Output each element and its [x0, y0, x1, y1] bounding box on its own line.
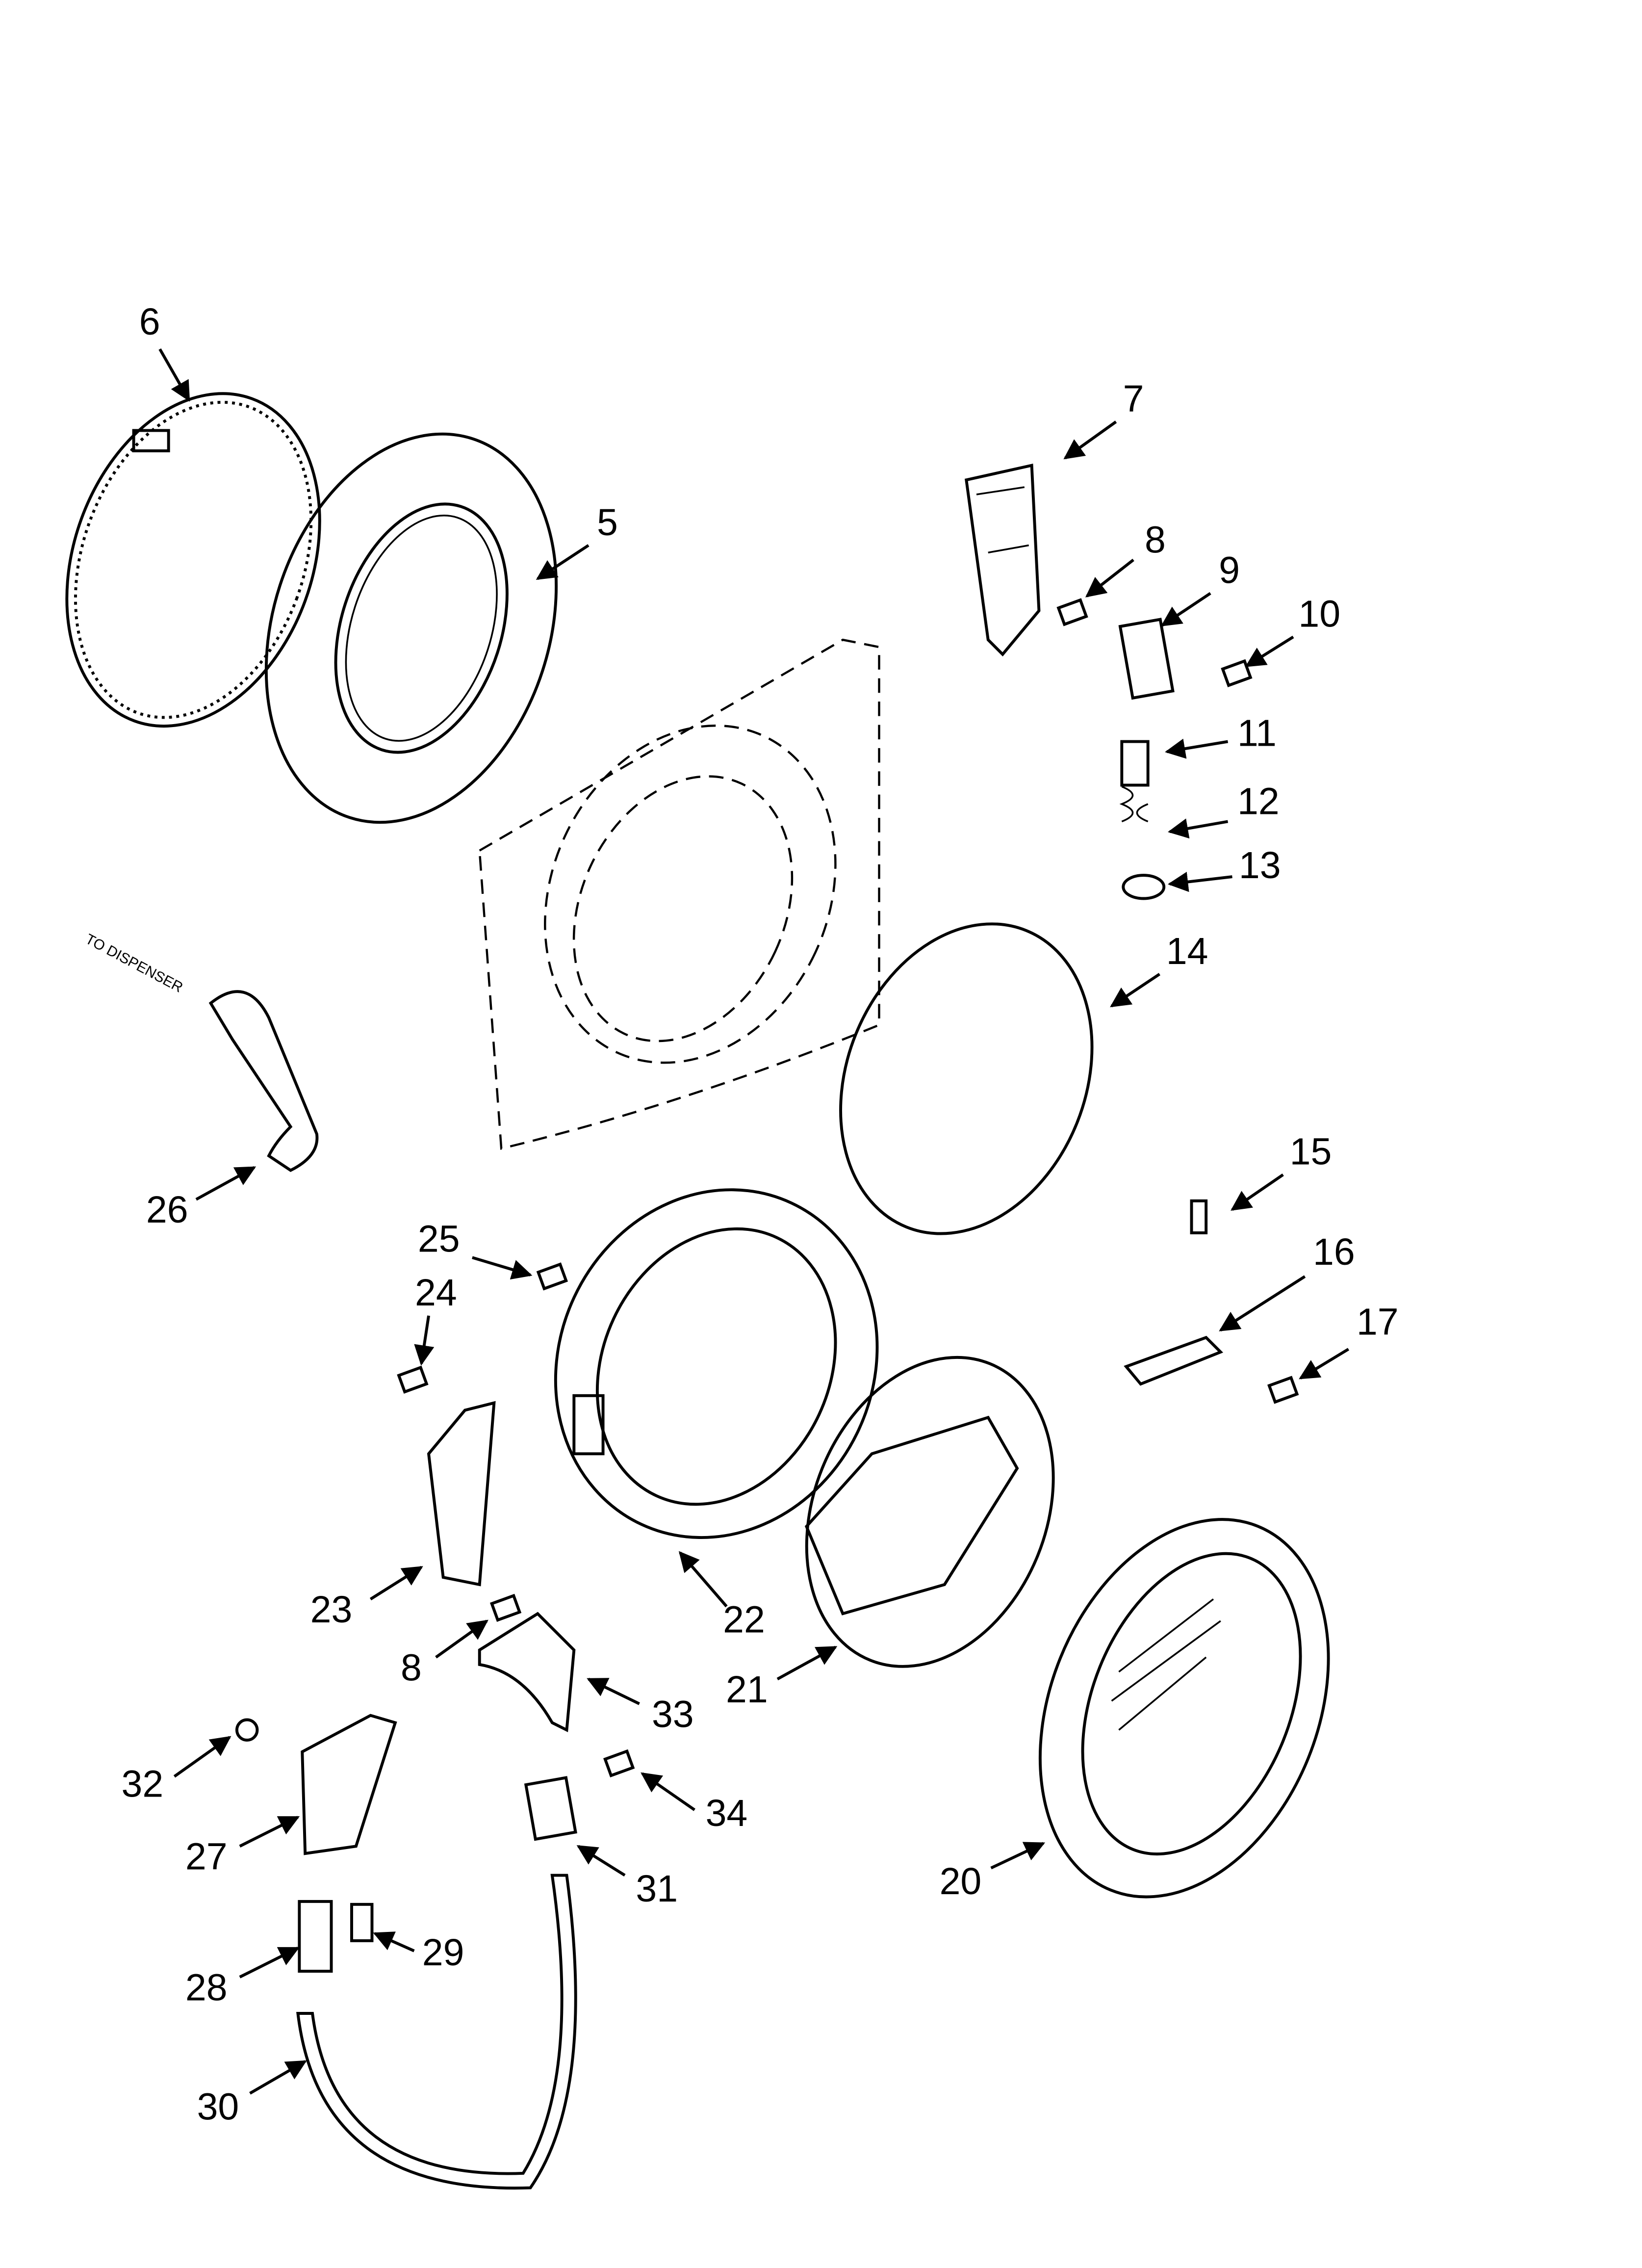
callout-8: 8 — [1145, 519, 1166, 561]
callout-7: 7 — [1123, 378, 1144, 420]
callout-arrow-16 — [1219, 1275, 1306, 1331]
part-21-inner-glass — [804, 1356, 1055, 1668]
callout-28: 28 — [185, 1966, 228, 2008]
part-7-door-lock-switch — [964, 463, 1041, 657]
callout-arrow-7 — [1063, 420, 1117, 460]
callout-arrow-6 — [158, 348, 190, 402]
callout-30: 30 — [197, 2086, 239, 2128]
callout-arrow-30 — [249, 2060, 307, 2095]
callout-15: 15 — [1290, 1131, 1332, 1173]
callout-arrow-23 — [369, 1565, 423, 1601]
callout-23: 23 — [310, 1589, 353, 1631]
callout-arrow-15 — [1231, 1173, 1284, 1211]
callout-arrow-27 — [239, 1816, 300, 1848]
callout-arrow-34 — [641, 1772, 695, 1811]
callout-20: 20 — [940, 1860, 982, 1903]
callout-5: 5 — [597, 501, 618, 544]
callout-10: 10 — [1298, 593, 1340, 635]
callout-arrow-28 — [239, 1947, 300, 1979]
callout-arrow-8 — [435, 1619, 488, 1659]
callout-16: 16 — [1313, 1231, 1355, 1273]
part-23-hinge — [427, 1401, 496, 1587]
callout-29: 29 — [422, 1931, 464, 1974]
callout-arrow-11 — [1165, 738, 1229, 759]
callout-31: 31 — [636, 1868, 678, 1910]
to-dispenser-annotation: TO DISPENSER — [83, 931, 186, 995]
callout-6: 6 — [139, 301, 160, 343]
callout-34: 34 — [706, 1792, 748, 1834]
callout-arrow-22 — [678, 1551, 728, 1608]
callout-arrow-8 — [1085, 558, 1134, 598]
front-panel-outline — [478, 638, 880, 1150]
callout-13: 13 — [1239, 844, 1281, 886]
part-5-door-bellows — [264, 432, 558, 824]
callout-12: 12 — [1237, 781, 1280, 823]
callout-33: 33 — [652, 1693, 694, 1735]
part-20-outer-door — [1038, 1518, 1330, 1899]
callout-arrow-13 — [1167, 871, 1232, 892]
callout-arrow-29 — [373, 1931, 415, 1953]
parts-15-16-hinge — [1124, 1199, 1224, 1386]
part-22-inner-door-ring — [554, 1188, 879, 1539]
callout-arrow-31 — [576, 1845, 626, 1877]
callout-9: 9 — [1219, 549, 1240, 592]
part-26-hose: TO DISPENSER — [83, 931, 319, 1172]
callout-arrow-20 — [990, 1842, 1046, 1870]
callout-arrow-9 — [1160, 592, 1211, 626]
callout-arrow-5 — [536, 544, 590, 580]
callout-arrow-10 — [1245, 635, 1294, 667]
part-14-glass-seal — [839, 922, 1094, 1235]
callout-arrow-12 — [1167, 818, 1229, 839]
callout-11: 11 — [1237, 712, 1277, 754]
callout-24: 24 — [415, 1272, 457, 1314]
callout-17: 17 — [1357, 1301, 1399, 1343]
parts-9-13-strike-assembly — [1118, 618, 1175, 900]
callout-arrow-24 — [414, 1315, 435, 1366]
callout-27: 27 — [185, 1836, 228, 1878]
callout-arrow-17 — [1299, 1348, 1350, 1380]
callout-arrow-26 — [195, 1166, 257, 1201]
callout-22: 22 — [723, 1599, 765, 1641]
callout-arrow-32 — [173, 1736, 231, 1778]
callout-32: 32 — [122, 1763, 164, 1805]
part-6-clamp-ring — [65, 392, 321, 728]
callout-14: 14 — [1166, 930, 1208, 972]
callout-arrow-21 — [776, 1645, 838, 1681]
callout-arrow-25 — [472, 1256, 533, 1280]
callout-8: 8 — [401, 1647, 422, 1689]
screws — [235, 598, 1299, 1778]
callout-26: 26 — [146, 1189, 188, 1231]
callout-arrow-14 — [1110, 973, 1160, 1008]
callout-25: 25 — [418, 1218, 460, 1260]
callout-arrow-33 — [587, 1677, 640, 1705]
handle-parts — [296, 1612, 577, 2190]
callout-21: 21 — [726, 1668, 768, 1711]
